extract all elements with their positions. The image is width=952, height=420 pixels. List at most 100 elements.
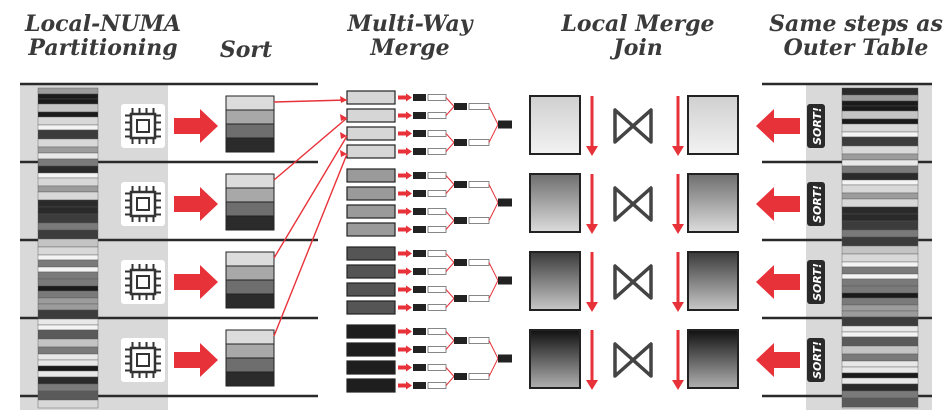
merge-buffer xyxy=(427,304,447,311)
merge-link xyxy=(445,220,455,230)
redistribution-line xyxy=(273,135,348,259)
outer-table-stripe xyxy=(841,253,919,263)
partition-stripe xyxy=(37,399,99,409)
outer-table-stripe xyxy=(841,145,919,155)
sorted-run-segment xyxy=(225,251,275,267)
sorted-run-segment xyxy=(225,265,275,281)
merge-input-arrow xyxy=(398,207,412,216)
merge-buffer xyxy=(427,328,447,335)
partition-stripe xyxy=(37,152,99,160)
partition-stripe xyxy=(37,191,99,201)
red-arrow-icon xyxy=(756,343,800,377)
bowtie-join-icon xyxy=(613,108,653,144)
merge-input-box xyxy=(346,204,396,219)
cpu-chip-icon xyxy=(121,338,165,382)
merge-link xyxy=(445,253,455,263)
header-partitioning-line2: Partitioning xyxy=(28,35,178,61)
partition-stripe xyxy=(37,158,99,167)
down-arrow-head xyxy=(672,380,684,390)
outer-table-stripe xyxy=(841,172,919,181)
merge-buffer xyxy=(427,346,447,353)
merge-input-box xyxy=(346,264,396,279)
redistribution-arrowhead xyxy=(340,96,347,103)
merge-unit xyxy=(498,120,512,129)
partition-stripe xyxy=(37,290,99,299)
sort-badge-label: SORT! xyxy=(811,185,824,223)
merge-link xyxy=(445,97,455,107)
merge-input-box xyxy=(346,342,396,357)
cpu-core xyxy=(136,119,150,133)
partition-stripe xyxy=(37,390,99,401)
merge-unit xyxy=(498,354,512,363)
merge-buffer xyxy=(427,112,447,119)
outer-table-stripe xyxy=(841,159,919,167)
outer-table-stripe xyxy=(841,304,919,312)
merge-input-arrow xyxy=(398,93,412,102)
bowtie-join-icon xyxy=(613,342,653,378)
header-partitioning: Local-NUMA Partitioning xyxy=(18,12,188,60)
partition-stripe xyxy=(37,383,99,392)
header-join-line1: Local Merge xyxy=(561,11,715,37)
merge-input-arrow xyxy=(398,189,412,198)
outer-table-stripe xyxy=(841,336,919,347)
header-multiway-merge: Multi-Way Merge xyxy=(330,12,490,60)
partition-stripe xyxy=(37,129,99,140)
header-same-steps: Same steps as Outer Table xyxy=(762,12,950,60)
partition-stripe xyxy=(37,329,99,340)
outer-table-stripe xyxy=(841,165,919,174)
redistribution-line xyxy=(273,153,348,337)
merge-unit xyxy=(413,382,426,389)
merge-unit xyxy=(413,94,426,101)
sorted-run-segment xyxy=(225,329,275,345)
sort-badge-bg xyxy=(807,338,825,382)
outer-table-stripe xyxy=(841,236,919,247)
partition-stripe xyxy=(37,213,99,224)
partition-stripe xyxy=(37,254,99,261)
merge-buffer xyxy=(427,286,447,293)
outer-table-stripe xyxy=(841,184,919,194)
merge-input-box xyxy=(346,186,396,201)
partition-stripe xyxy=(37,297,99,305)
partition-stripe xyxy=(37,206,99,215)
sorted-run-segment xyxy=(225,123,275,139)
cpu-chip-icon xyxy=(121,104,165,148)
merge-link xyxy=(488,358,499,377)
redistribution-arrowhead xyxy=(340,132,347,139)
partition-stripe xyxy=(37,98,99,105)
red-arrow-icon xyxy=(174,109,218,143)
header-sort: Sort xyxy=(206,38,286,62)
sorted-run-segment xyxy=(225,279,275,295)
merge-input-arrow xyxy=(398,327,412,336)
merge-link xyxy=(488,262,499,281)
partition-stripe xyxy=(37,222,99,231)
outer-table-stripe xyxy=(841,366,919,374)
outer-table-stripe xyxy=(841,292,919,299)
merge-input-arrow xyxy=(398,363,412,372)
merge-input-arrow xyxy=(398,381,412,390)
merge-input-box xyxy=(346,144,396,159)
merge-input-box xyxy=(346,300,396,315)
sorted-run-segment xyxy=(225,357,275,373)
down-arrow-head xyxy=(586,146,598,156)
outer-table-stripe xyxy=(841,345,919,355)
merge-unit xyxy=(454,337,467,344)
partition-stripe xyxy=(37,172,99,179)
merge-link xyxy=(445,376,455,386)
merge-link xyxy=(445,331,455,341)
merge-unit xyxy=(454,295,467,302)
sorted-run-segment xyxy=(225,201,275,217)
outer-table-stripe xyxy=(841,229,919,238)
merge-unit xyxy=(413,250,426,257)
partition-stripe xyxy=(37,353,99,361)
merge-buffer xyxy=(427,130,447,137)
merge-input-arrow xyxy=(398,147,412,156)
merge-buffer xyxy=(468,139,490,146)
inner-sorted-run xyxy=(529,251,581,311)
header-join-line2: Join xyxy=(613,35,663,61)
red-arrow-icon xyxy=(174,265,218,299)
sort-badge: SORT! xyxy=(807,260,825,304)
partition-stripe xyxy=(37,93,99,100)
merge-unit xyxy=(454,373,467,380)
red-arrow-icon xyxy=(174,187,218,221)
